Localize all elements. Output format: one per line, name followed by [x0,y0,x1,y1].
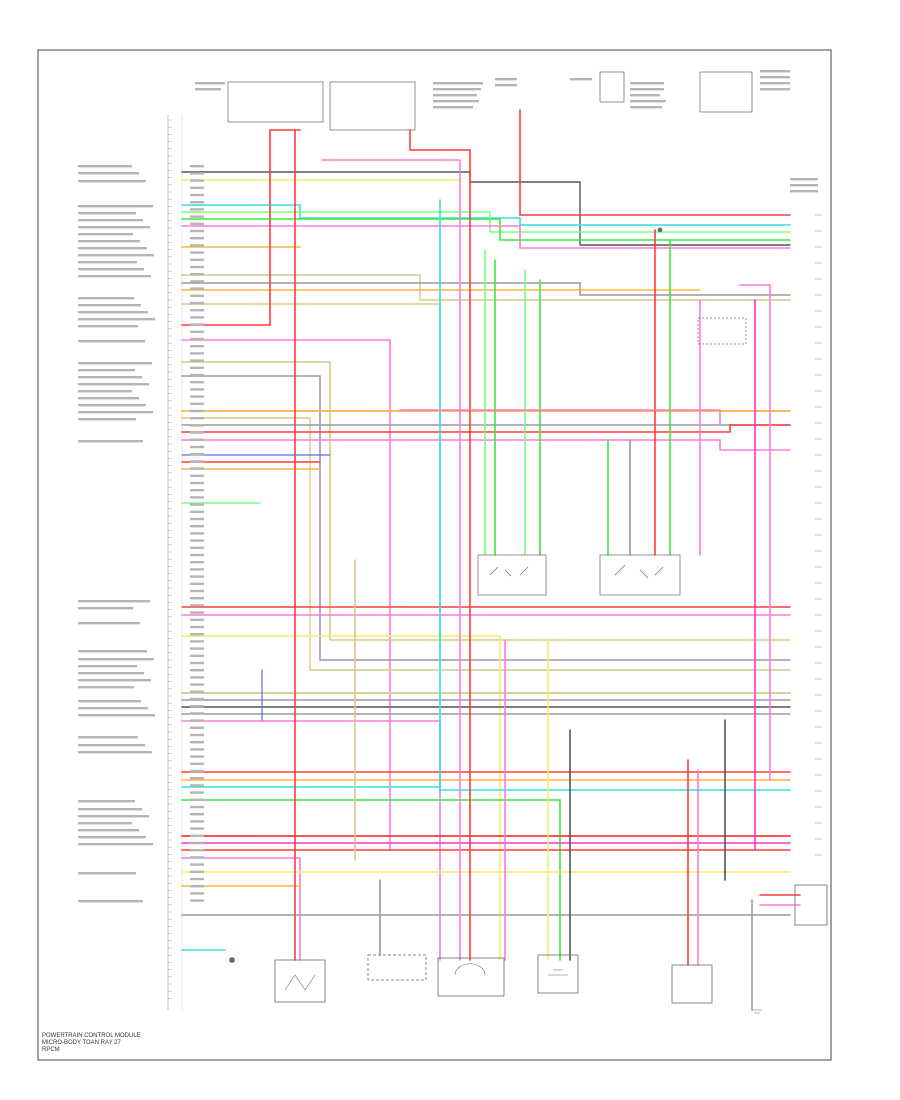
camshaft-position-sensor [367,954,427,981]
knock-sensor-symbol [454,963,486,976]
ground-symbol-right [752,1009,762,1014]
ground-symbol-left [229,957,235,963]
vehicle-speed-sensor [537,954,579,994]
wire [181,211,791,233]
switch-pair-right [697,317,747,345]
middle-components [477,227,747,596]
wire [181,274,791,301]
footer-page-id: RPCM [42,1047,60,1053]
bottom-components [229,884,828,1014]
wire [181,720,441,961]
wire [181,282,791,296]
wire [181,635,501,961]
wire-harness [181,109,823,1011]
cps-coil [284,974,316,991]
wire [181,799,561,961]
top-components [227,71,753,131]
pcm-pin-markers [168,119,172,999]
wire [399,409,721,426]
crankshaft-position-sensor [274,959,326,1003]
knock-sensor-module [437,957,505,997]
relay-switch-1 [489,566,529,577]
idle-air-control-module [477,554,547,596]
wire [181,857,301,961]
wire [181,129,301,326]
wire [409,129,471,961]
wire [181,424,791,433]
wire [181,375,791,661]
wire [181,171,791,246]
fuse-relay-block [227,81,324,123]
diagram-frame [37,49,832,1061]
relay-switch-2 [614,564,664,579]
wire [181,339,391,851]
fuel-pump-relay-module [599,554,681,596]
wire [739,284,771,781]
transmission-range-sensor [671,964,713,1004]
connector-labels [78,70,818,903]
vent-switch [599,71,625,103]
wire [321,159,461,961]
wire [181,439,791,451]
splice-connector [329,81,416,131]
wire [519,109,791,216]
footer-caption-line1: POWERTRAIN CONTROL MODULE [42,1033,141,1039]
data-link-connector [794,884,828,926]
wire [181,417,791,671]
vss-symbol [548,969,568,976]
wire [181,204,791,226]
wire [181,361,791,641]
ground-point [657,227,663,233]
relay-box-right [699,71,753,113]
wire [181,303,441,641]
footer-caption-line2: MICRO-BODY TOAN RAY 27 [42,1040,121,1046]
wire [181,218,791,241]
